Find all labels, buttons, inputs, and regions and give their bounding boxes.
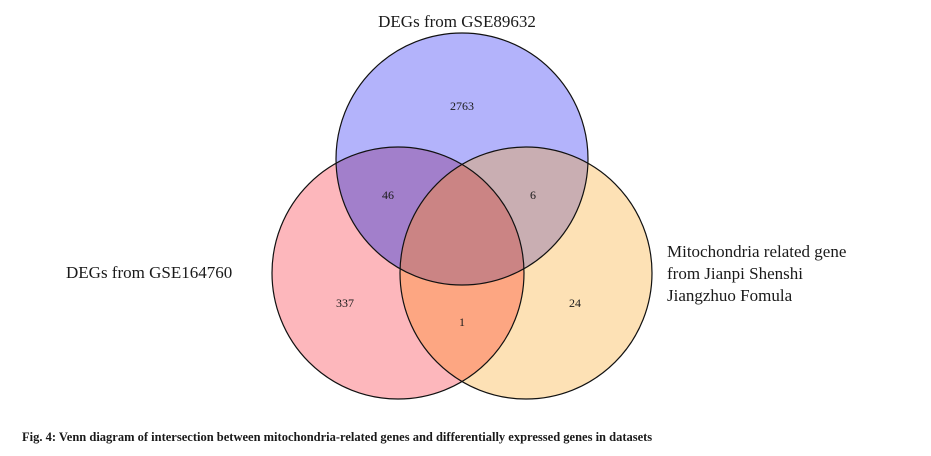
count-top-only: 2763 — [450, 99, 474, 113]
outline-right — [399, 146, 653, 400]
count-left-right: 1 — [459, 315, 465, 329]
label-right-set-line-3: Jiangzhuo Fomula — [667, 286, 793, 305]
count-right-only: 24 — [569, 296, 581, 310]
count-top-right: 6 — [530, 188, 536, 202]
venn-diagram: 2763 46 6 337 24 1 DEGs from GSE89632 DE… — [66, 12, 846, 400]
outline-top — [335, 32, 589, 286]
label-right-set-line-1: Mitochondria related gene — [667, 242, 846, 261]
label-right-set-line-2: from Jianpi Shenshi — [667, 264, 803, 283]
count-top-left: 46 — [382, 188, 394, 202]
count-left-only: 337 — [336, 296, 354, 310]
overlap-all-three — [400, 147, 524, 285]
label-left-set: DEGs from GSE164760 — [66, 263, 232, 282]
label-top-set: DEGs from GSE89632 — [378, 12, 536, 31]
figure-caption: Fig. 4: Venn diagram of intersection bet… — [22, 430, 653, 444]
outline-left — [271, 146, 525, 400]
